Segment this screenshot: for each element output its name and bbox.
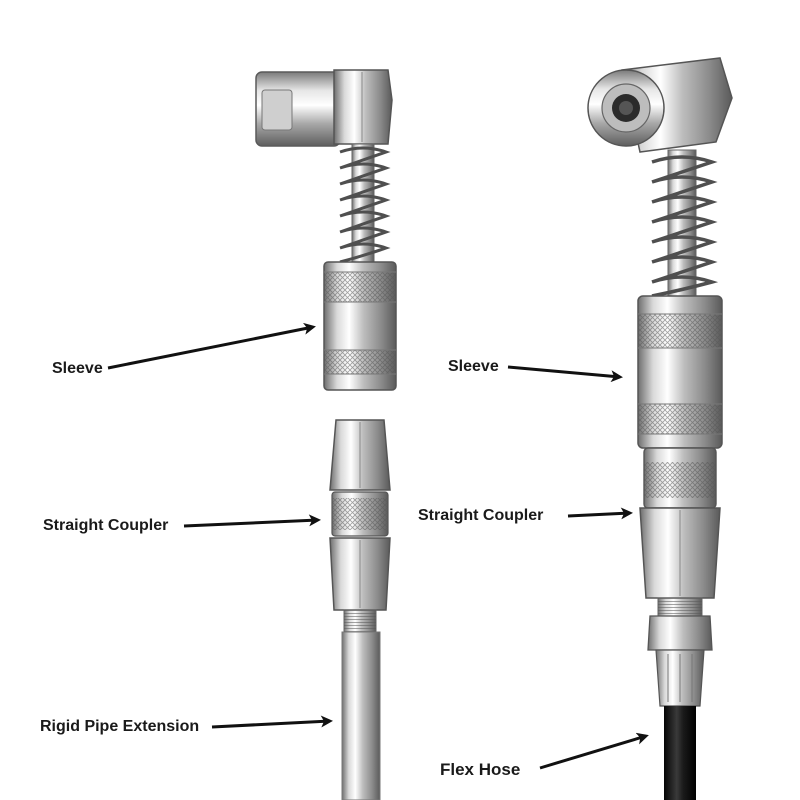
- arrow-left-pipe: [211, 715, 333, 729]
- arrow-left-coupler: [183, 514, 321, 528]
- label-right-flex-hose: Flex Hose: [440, 760, 521, 779]
- right-hose-fitting: [647, 597, 713, 707]
- right-coupler-head: [587, 57, 733, 153]
- arrows: [107, 322, 649, 770]
- right-assembly: [587, 57, 733, 800]
- arrow-right-coupler: [567, 507, 633, 520]
- arrow-right-sleeve: [507, 365, 623, 383]
- arrow-left-sleeve: [107, 322, 316, 370]
- right-flex-hose: [664, 706, 696, 800]
- label-left-rigid-pipe: Rigid Pipe Extension: [40, 718, 200, 735]
- label-left-sleeve: Sleeve: [52, 360, 103, 377]
- left-straight-coupler: [329, 419, 391, 611]
- left-sleeve: [323, 261, 397, 391]
- right-sleeve: [637, 295, 723, 449]
- arrow-right-hose: [539, 732, 649, 770]
- label-right-straight-coupler: Straight Coupler: [418, 507, 544, 524]
- left-rigid-pipe: [341, 609, 381, 800]
- left-coupler-head: [255, 69, 393, 147]
- right-spring: [651, 149, 719, 298]
- right-straight-coupler: [639, 447, 721, 599]
- left-spring: [339, 143, 391, 265]
- left-assembly: [255, 69, 397, 800]
- label-left-straight-coupler: Straight Coupler: [43, 517, 169, 534]
- label-right-sleeve: Sleeve: [448, 358, 499, 375]
